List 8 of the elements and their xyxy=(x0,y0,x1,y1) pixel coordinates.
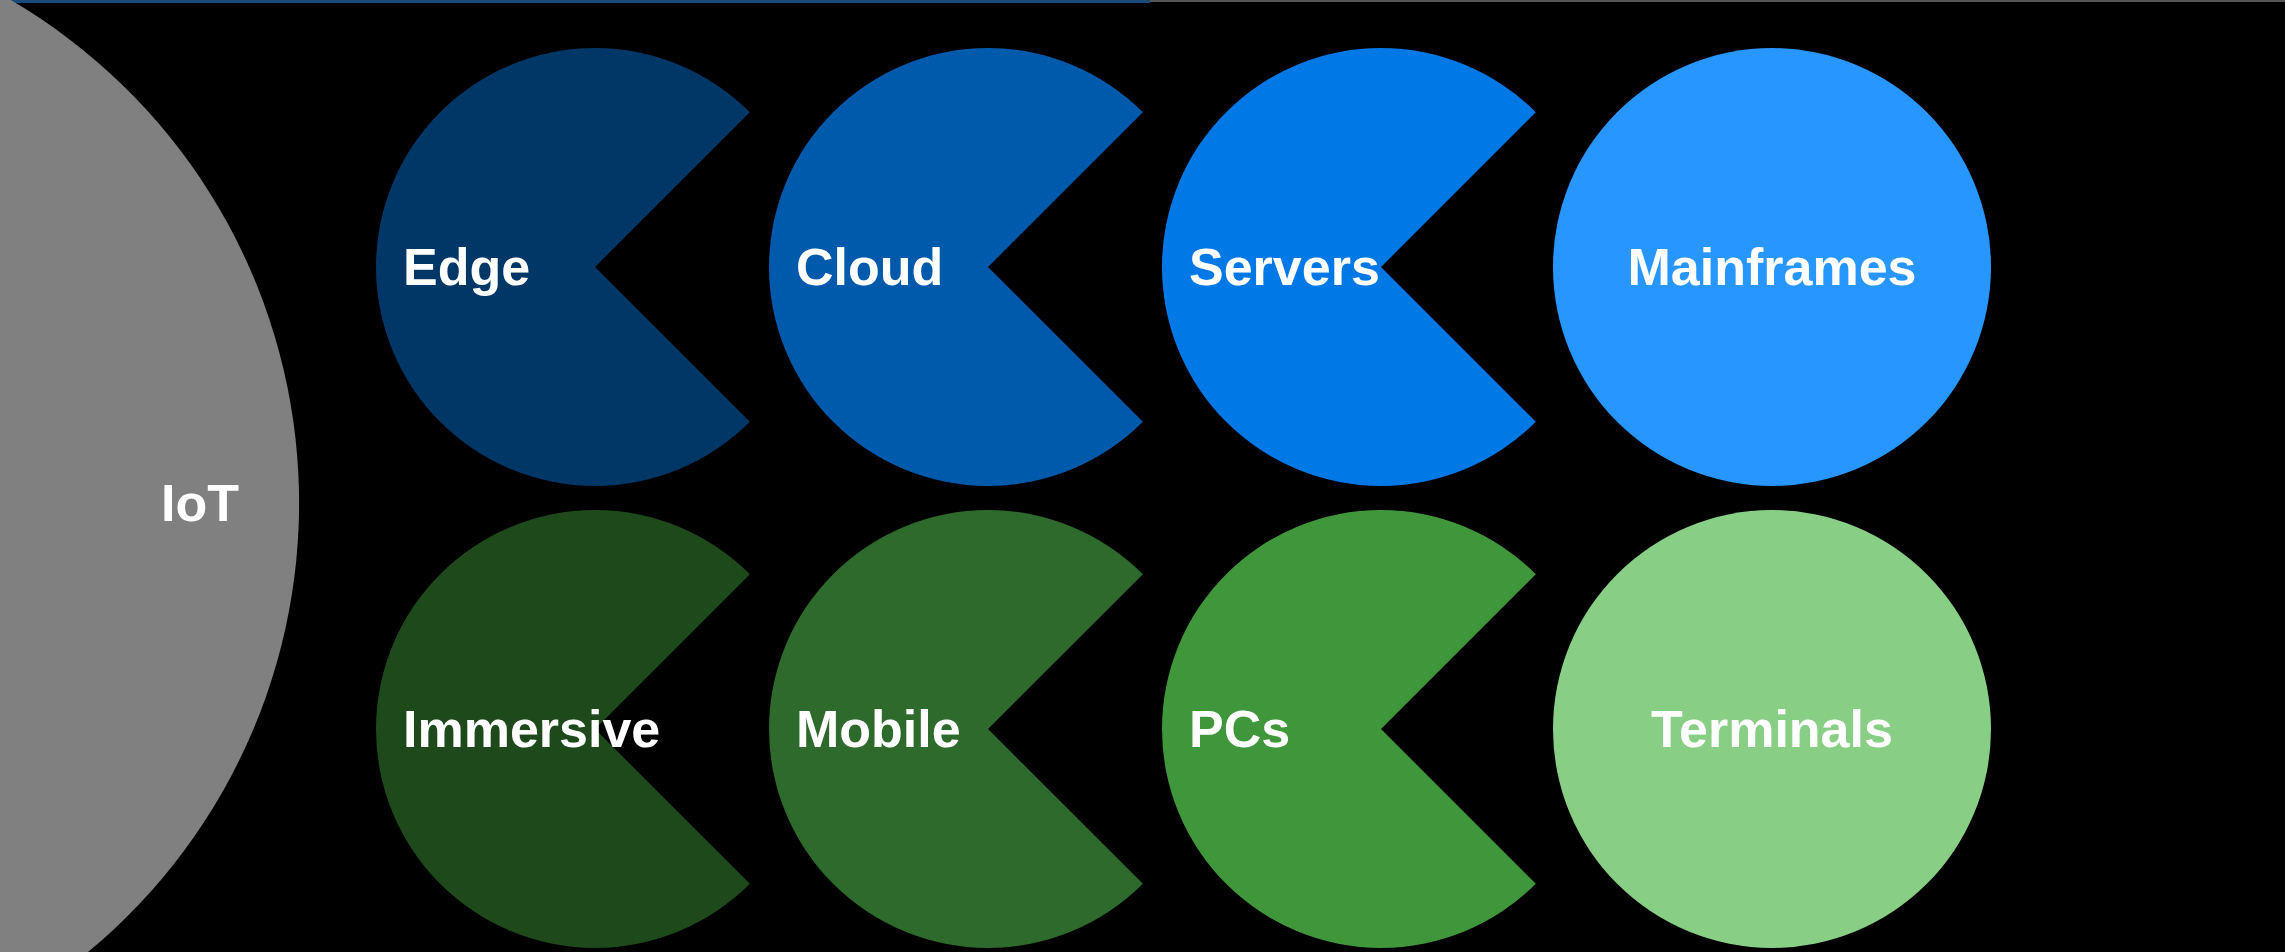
node-label: Mainframes xyxy=(1627,241,1917,293)
node-label: Servers xyxy=(1189,241,1380,293)
node-label: Mobile xyxy=(796,703,961,755)
node-label: Terminals xyxy=(1651,703,1893,755)
node-label: Immersive xyxy=(403,703,661,755)
node-label: Cloud xyxy=(796,241,944,293)
node-label: PCs xyxy=(1189,703,1291,755)
node-label: IoT xyxy=(161,477,239,529)
